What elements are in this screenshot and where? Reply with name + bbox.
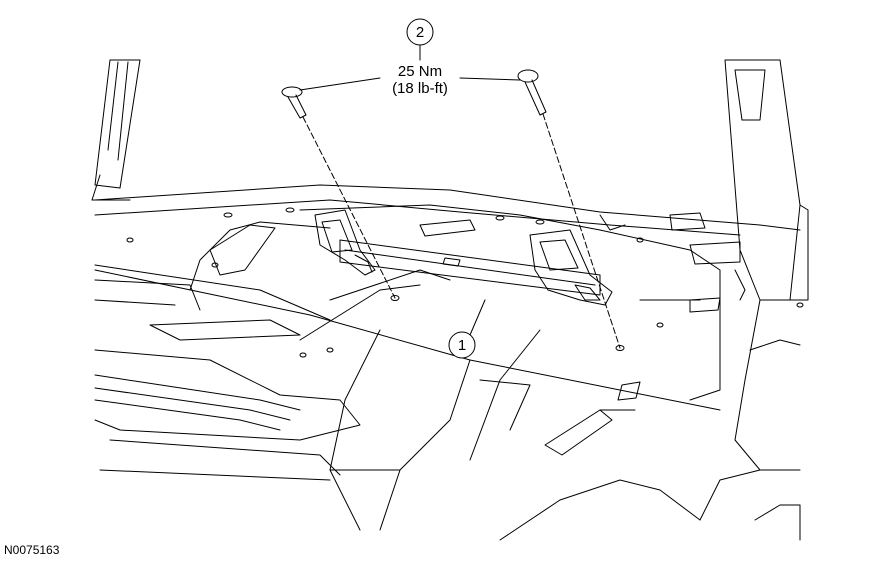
torque-metric: 25 Nm (398, 63, 442, 80)
right-bolt (517, 69, 547, 116)
callout-2-number: 2 (416, 24, 424, 41)
right-fender-apron (699, 59, 809, 541)
left-fender-edge (91, 59, 141, 201)
left-bolt (281, 86, 307, 119)
bolt-centerlines (302, 113, 621, 349)
callout-1-number: 1 (458, 337, 466, 354)
mounting-holes (126, 207, 804, 358)
left-latch-bracket (314, 209, 376, 276)
radiator-support-panel (94, 184, 801, 411)
right-latch-bracket (529, 229, 613, 306)
torque-imperial: (18 lb-ft) (392, 80, 448, 97)
figure-id: N0075163 (4, 543, 60, 557)
lower-right-area (499, 299, 701, 541)
latch-mounting-bar (299, 239, 601, 341)
center-channel (329, 329, 641, 531)
callout-1: 1 (448, 331, 476, 359)
left-lower-structure (94, 279, 361, 481)
callout-2: 2 (406, 18, 434, 46)
